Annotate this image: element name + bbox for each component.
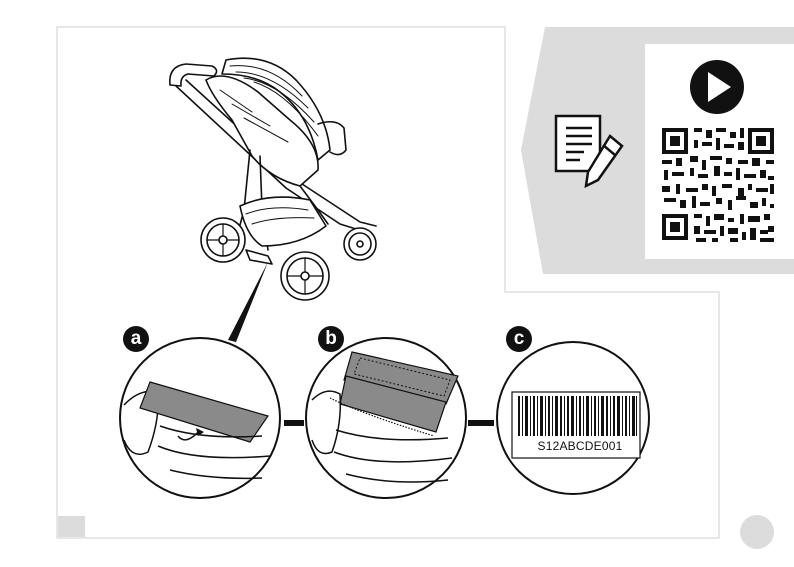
detail-circle-c (497, 342, 649, 494)
serial-number: S12ABCDE001 (524, 437, 636, 455)
label-c: c (506, 326, 532, 352)
detail-circle-a (120, 338, 280, 498)
play-icon[interactable] (690, 60, 744, 114)
label-b: b (318, 326, 344, 352)
stroller-illustration (170, 58, 376, 300)
page-corner-marker (58, 516, 85, 537)
label-a: a (123, 326, 149, 352)
page-number-dot (740, 515, 774, 549)
detail-circle-b (306, 338, 466, 498)
